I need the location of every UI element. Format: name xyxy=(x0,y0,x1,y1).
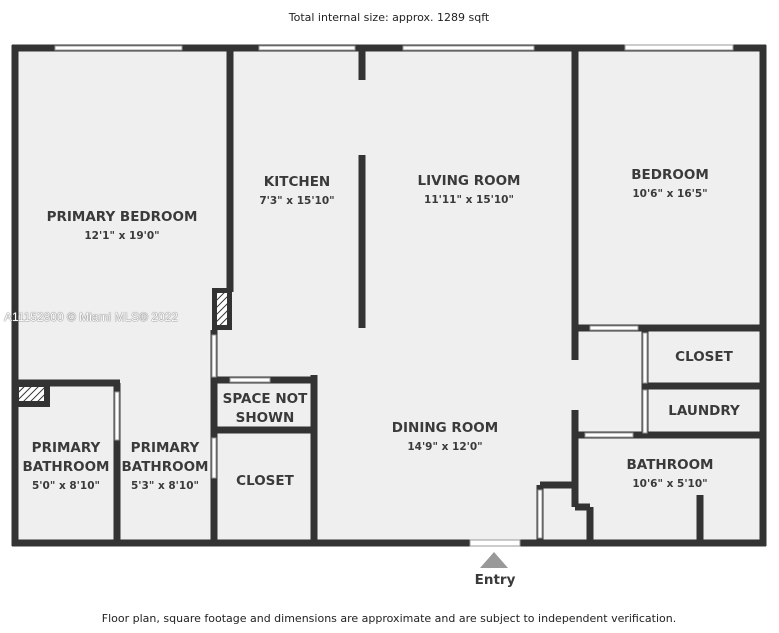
room-closet-2: CLOSET xyxy=(236,473,294,489)
watermark: A11152800 © Miami MLS® 2022 xyxy=(4,310,178,324)
floor xyxy=(15,48,763,543)
total-size: Total internal size: approx. 1289 sqft xyxy=(288,11,490,24)
room-laundry: LAUNDRY xyxy=(668,403,740,419)
entry-arrow-icon xyxy=(480,552,508,568)
room-closet: CLOSET xyxy=(675,349,733,365)
room-space-not-shown: SPACE NOT SHOWN xyxy=(222,391,308,426)
windows-and-doors xyxy=(54,44,734,547)
entry-label: Entry xyxy=(474,572,516,588)
disclaimer: Floor plan, square footage and dimension… xyxy=(101,612,677,625)
